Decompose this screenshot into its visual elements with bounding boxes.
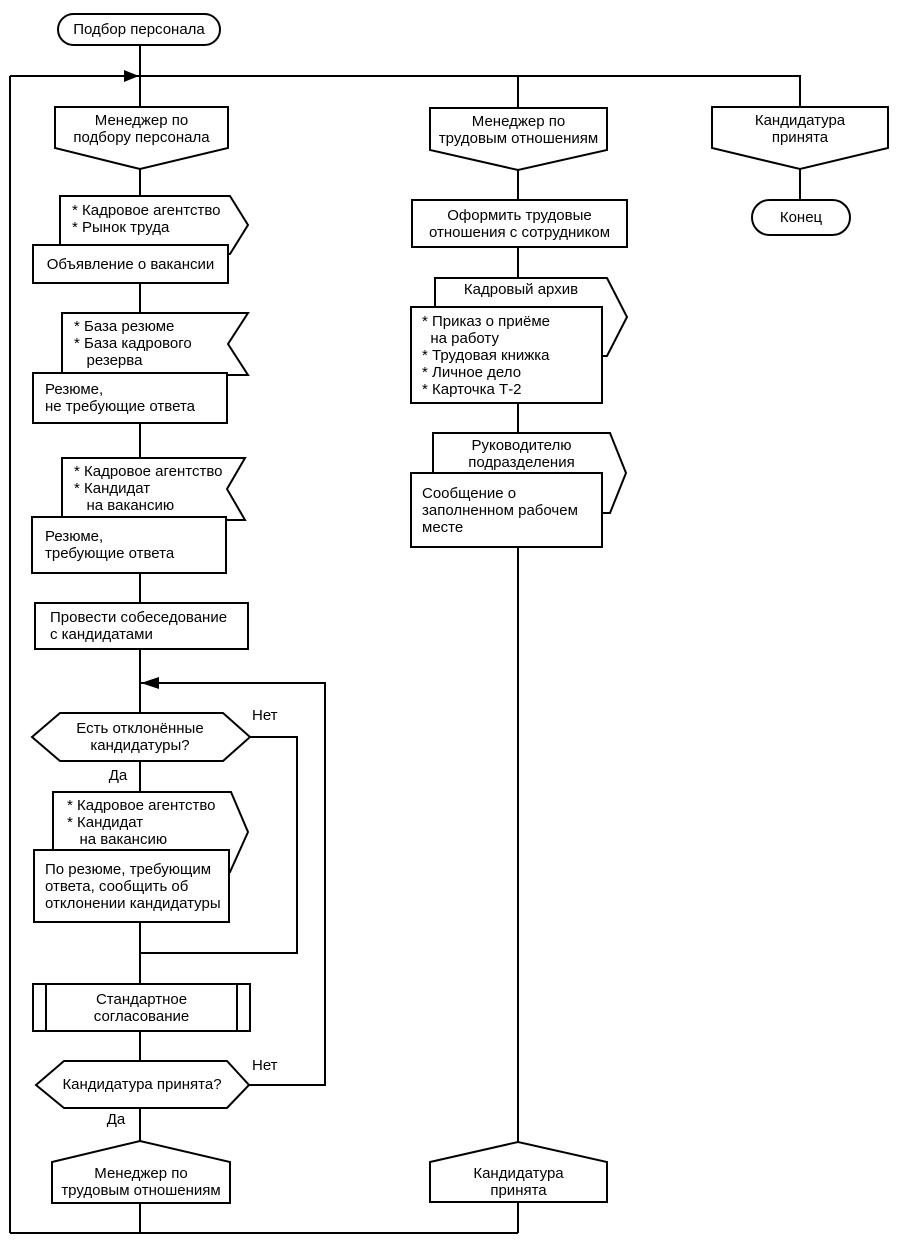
accepted-event-label: Кандидатура принята: [754, 112, 846, 146]
goto-accepted-label: Кандидатура принята: [473, 1164, 564, 1199]
hr-role-shape: [429, 107, 608, 172]
hr-role-label: Менеджер по трудовым отношениям: [438, 113, 599, 147]
register-employment-label: Оформить трудовые отношения с сотруднико…: [428, 206, 611, 241]
standard-approval-bars: [45, 984, 238, 1031]
recruiter-role-label: Менеджер по подбору персонала: [73, 112, 210, 146]
resume-no-reply-label: Резюме, не требующие ответа: [45, 381, 195, 415]
yes-label-1: Да: [108, 766, 128, 784]
goto-accepted-shape: [429, 1140, 608, 1203]
agency-candidate-banner1-shape: [61, 457, 247, 521]
resume-reply-shape: [31, 516, 227, 574]
register-employment-shape: [411, 199, 628, 248]
goto-hr-shape: [51, 1139, 231, 1204]
no-label-1: Нет: [252, 707, 278, 724]
end-terminator-shape: [751, 199, 851, 236]
no-label-2: Нет: [252, 1057, 278, 1074]
start-terminator-label: Подбор персонала: [73, 21, 205, 38]
manager-banner-label: Руководителю подразделения: [468, 437, 575, 471]
archive-banner-label: Кадровый архив: [463, 281, 579, 298]
message-filled-shape: [410, 472, 603, 548]
resume-bases-banner-shape: [61, 312, 250, 376]
goto-hr-label: Менеджер по трудовым отношениям: [61, 1164, 221, 1199]
rejected-decision-label: Есть отклонённые кандидатуры?: [76, 720, 204, 754]
interview-label: Провести собеседование с кандидатами: [50, 609, 228, 643]
yes-label-2: Да: [106, 1110, 126, 1128]
recruiter-role-shape: [54, 106, 229, 171]
arrowhead-left: [141, 677, 159, 689]
vacancy-ad-shape: [32, 244, 229, 284]
rejected-decision-shape: [30, 712, 252, 762]
standard-approval-shape: [32, 983, 251, 1032]
accepted-decision-label: Кандидатура принята?: [62, 1076, 222, 1093]
interview-shape: [34, 602, 249, 650]
archive-docs-label: * Приказ о приёме на работу * Трудовая к…: [422, 312, 550, 398]
agency-candidate-banner2-label: * Кадровое агентство * Кандидат на вакан…: [67, 796, 216, 848]
notify-rejection-shape: [33, 849, 230, 923]
start-terminator-shape: [57, 13, 221, 46]
agency-market-banner-label: * Кадровое агентство * Рынок труда: [72, 202, 221, 236]
accepted-decision-shape: [34, 1060, 251, 1109]
message-filled-label: Сообщение о заполненном рабочем месте: [422, 484, 578, 536]
vacancy-ad-label: Объявление о вакансии: [46, 255, 215, 273]
resume-bases-banner-label: * База резюме * База кадрового резерва: [74, 317, 192, 369]
standard-approval-label: Стандартное согласование: [93, 990, 190, 1025]
archive-docs-shape: [410, 306, 603, 404]
accepted-event-shape: [711, 106, 889, 171]
end-terminator-label: Конец: [779, 209, 823, 226]
agency-candidate-banner1-label: * Кадровое агентство * Кандидат на вакан…: [74, 462, 223, 514]
arrowhead-right: [124, 70, 139, 82]
resume-reply-label: Резюме, требующие ответа: [45, 528, 175, 562]
resume-no-reply-shape: [32, 372, 228, 424]
notify-rejection-label: По резюме, требующим ответа, сообщить об…: [45, 860, 221, 912]
